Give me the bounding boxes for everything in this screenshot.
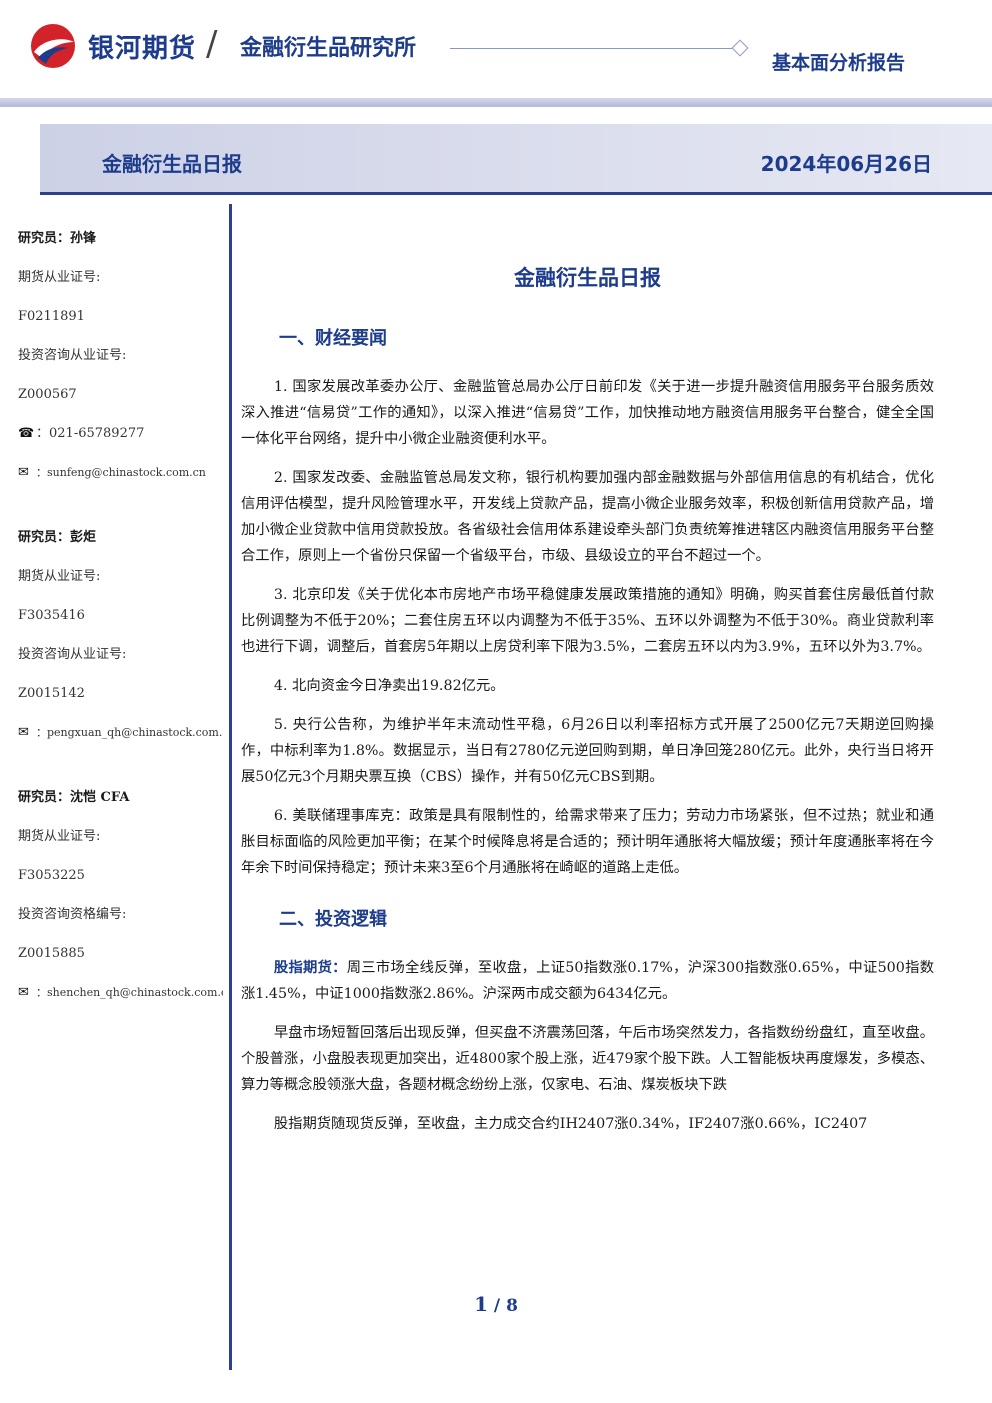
report-date: 2024年06月26日 — [760, 152, 932, 176]
header-separator: / — [206, 24, 218, 64]
news-item: 2. 国家发改委、金融监管总局发文称，银行机构要加强内部金融数据与外部信用信息的… — [241, 470, 934, 564]
email-prefix: ： — [36, 986, 47, 999]
news-item: 3. 北京印发《关于优化本市房地产市场平稳健康发展政策措施的通知》明确，购买首套… — [241, 587, 934, 655]
mail-icon: ✉ — [18, 465, 29, 480]
futures-cert-label: 期货从业证号: — [18, 270, 101, 285]
analyst-name: 研究员：沈恺 CFA — [18, 790, 130, 805]
futures-commentary: 股指期货随现货反弹，至收盘，主力成交合约IH2407涨0.34%，IF2407涨… — [273, 1116, 868, 1132]
title-banner: 金融衍生品日报 2024年06月26日 — [40, 124, 992, 195]
phone-number[interactable]: 021-65789277 — [49, 426, 145, 441]
page-number: 1 / 8 — [0, 1292, 992, 1316]
institute-name: 金融衍生品研究所 — [240, 36, 417, 61]
analyst-card: 研究员：沈恺 CFA 期货从业证号: F3053225 投资咨询资格编号: Z0… — [18, 785, 223, 1019]
consult-cert: Z0015885 — [18, 946, 85, 961]
email-link[interactable]: sunfeng@chinastock.com.cn — [47, 466, 206, 479]
email-row: ✉ ：shenchen_qh@chinastock.com.cn — [18, 980, 223, 1019]
email-row: ✉ ：sunfeng@chinastock.com.cn — [18, 460, 223, 499]
vertical-divider — [229, 204, 232, 1370]
futures-cert-label: 期货从业证号: — [18, 569, 101, 584]
email-link[interactable]: shenchen_qh@chinastock.com.cn — [47, 986, 223, 999]
header-rule — [450, 48, 732, 49]
analyst-card: 研究员：孙锋 期货从业证号: F0211891 投资咨询从业证号: Z00056… — [18, 226, 223, 499]
consult-cert-label: 投资咨询从业证号: — [18, 647, 127, 662]
futures-cert: F0211891 — [18, 309, 85, 324]
index-futures-label: 股指期货： — [273, 960, 347, 976]
banner-title: 金融衍生品日报 — [102, 152, 242, 176]
mail-icon: ✉ — [18, 985, 29, 1000]
index-futures-summary: 股指期货：周三市场全线反弹，至收盘，上证50指数涨0.17%，沪深300指数涨0… — [241, 955, 934, 1007]
market-commentary: 早盘市场短暂回落后出现反弹，但买盘不济震荡回落，午后市场突然发力，各指数纷纷盘红… — [241, 1025, 934, 1093]
header-band — [0, 98, 992, 107]
news-item: 1. 国家发展改革委办公厅、金融监管总局办公厅日前印发《关于进一步提升融资信用服… — [241, 379, 934, 447]
galaxy-logo-icon — [31, 24, 75, 68]
email-row: ✉ ：pengxuan_qh@chinastock.com.cn — [18, 720, 223, 759]
futures-cert: F3035416 — [18, 608, 85, 623]
phone-icon: ☎ — [18, 426, 35, 441]
consult-cert: Z000567 — [18, 387, 77, 402]
consult-cert-label: 投资咨询从业证号: — [18, 348, 127, 363]
document-title: 金融衍生品日报 — [514, 266, 661, 290]
phone-prefix: ： — [36, 426, 50, 441]
analyst-card: 研究员：彭炬 期货从业证号: F3035416 投资咨询从业证号: Z00151… — [18, 525, 223, 759]
phone-row: ☎：021-65789277 — [18, 421, 223, 460]
analyst-name: 研究员：孙锋 — [18, 231, 97, 246]
report-type: 基本面分析报告 — [772, 52, 906, 74]
news-item: 4. 北向资金今日净卖出19.82亿元。 — [273, 678, 505, 694]
diamond-icon — [731, 39, 749, 57]
page-current: 1 — [474, 1292, 488, 1316]
analyst-sidebar: 研究员：孙锋 期货从业证号: F0211891 投资咨询从业证号: Z00056… — [18, 226, 223, 1045]
futures-cert-label: 期货从业证号: — [18, 829, 101, 844]
section-heading-news: 一、财经要闻 — [279, 328, 387, 349]
page-total: 8 — [506, 1296, 518, 1316]
consult-cert-label: 投资咨询资格编号: — [18, 907, 127, 922]
index-futures-text: 周三市场全线反弹，至收盘，上证50指数涨0.17%，沪深300指数涨0.65%，… — [241, 960, 934, 1002]
mail-icon: ✉ — [18, 725, 29, 740]
email-prefix: ： — [36, 726, 47, 739]
page-separator: / — [493, 1296, 501, 1316]
analyst-name: 研究员：彭炬 — [18, 530, 97, 545]
section-heading-logic: 二、投资逻辑 — [279, 909, 387, 930]
news-item: 5. 央行公告称，为维护半年末流动性平稳，6月26日以利率招标方式开展了2500… — [241, 717, 934, 785]
email-prefix: ： — [36, 466, 47, 479]
page-header: 银河期货 / 金融衍生品研究所 基本面分析报告 — [0, 0, 992, 110]
futures-cert: F3053225 — [18, 868, 85, 883]
consult-cert: Z0015142 — [18, 686, 85, 701]
main-content: 金融衍生品日报 一、财经要闻 1. 国家发展改革委办公厅、金融监管总局办公厅日前… — [241, 262, 934, 1150]
email-link[interactable]: pengxuan_qh@chinastock.com.cn — [47, 726, 223, 739]
news-item: 6. 美联储理事库克：政策是具有限制性的，给需求带来了压力；劳动力市场紧张，但不… — [241, 808, 934, 876]
brand-name: 银河期货 — [88, 34, 197, 64]
